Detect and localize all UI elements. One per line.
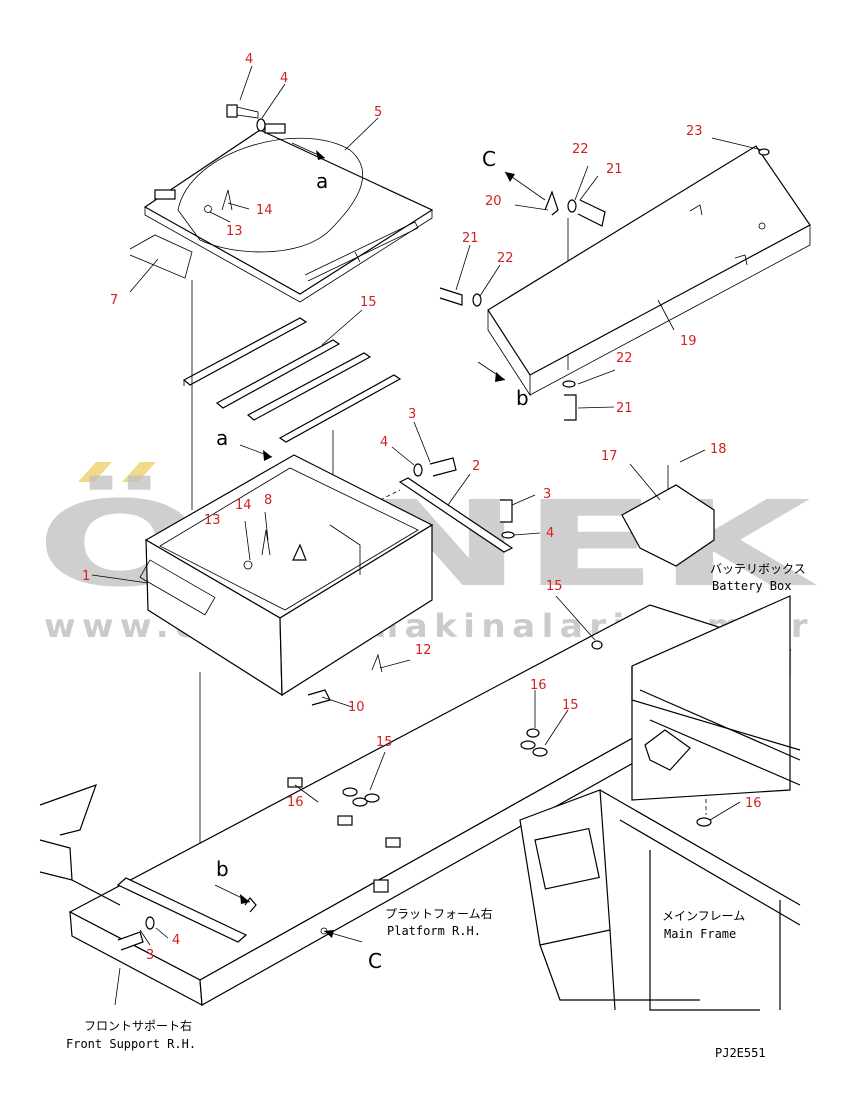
callout-2: 2 — [472, 459, 480, 474]
callout-16-frame: 16 — [745, 796, 762, 811]
callouts: 4 4 5 14 13 7 15 3 4 2 3 4 14 8 13 1 15 … — [82, 52, 762, 963]
bracket-plate-19 — [487, 145, 811, 397]
view-letter-a-lid: a — [316, 169, 328, 193]
callout-4-mid: 4 — [546, 526, 554, 541]
main-frame-label-jp: メインフレーム — [662, 909, 745, 923]
view-letters: a a C b b C — [216, 147, 529, 973]
callout-15-left: 15 — [376, 735, 393, 750]
rubber-strips-14 — [182, 317, 402, 443]
callout-7: 4 — [280, 71, 288, 86]
front-support-label-jp: フロントサポート右 — [84, 1018, 192, 1033]
main-frame-label-en: Main Frame — [664, 927, 736, 941]
callout-20: 20 — [485, 194, 502, 209]
callout-22-left: 22 — [497, 251, 514, 266]
callout-21-upper: 21 — [606, 162, 623, 177]
callout-15-right: 15 — [546, 579, 563, 594]
callout-17: 17 — [601, 449, 618, 464]
callout-13-box: 13 — [204, 513, 221, 528]
callout-22-lower: 22 — [616, 351, 633, 366]
view-letter-b-upper: b — [516, 386, 529, 410]
callout-15-mid: 15 — [562, 698, 579, 713]
clip-10 — [371, 653, 383, 673]
battery-box-lid — [143, 123, 434, 303]
callout-4-bottom: 4 — [172, 933, 180, 948]
bolt-6 — [226, 104, 259, 119]
front-support-label-en: Front Support R.H. — [66, 1037, 196, 1051]
callout-8: 8 — [264, 493, 272, 508]
platform-label-jp: プラットフォーム右 — [385, 906, 493, 921]
cover-17 — [621, 484, 715, 567]
watermark-accent-left — [78, 462, 112, 482]
callout-3-mid: 3 — [543, 487, 551, 502]
drawing-code: PJ2E551 — [715, 1046, 766, 1060]
battery-box-label-en: Battery Box — [712, 579, 791, 593]
callout-22-upper: 22 — [572, 142, 589, 157]
bracket-2 — [398, 477, 514, 553]
bolts-21-22-upper — [439, 148, 770, 421]
battery-box-label-jp: バッテリボックス — [710, 562, 806, 576]
callout-9: 10 — [348, 700, 365, 715]
callout-10: 12 — [415, 643, 432, 658]
callout-12-lid: 14 — [256, 203, 273, 218]
view-letter-a-box: a — [216, 426, 228, 450]
washer-7 — [256, 118, 266, 132]
bracket-20 — [544, 190, 559, 216]
view-letter-c-upper: C — [482, 147, 496, 171]
view-letter-b-lower: b — [216, 857, 229, 881]
callout-4-top: 4 — [380, 435, 388, 450]
callout-3-bottom: 3 — [146, 948, 154, 963]
main-frame — [519, 595, 801, 1011]
callout-16-left: 16 — [287, 795, 304, 810]
callout-21-left: 21 — [462, 231, 479, 246]
gasket-11 — [129, 234, 193, 279]
front-support — [39, 784, 121, 1006]
callout-23: 23 — [686, 124, 703, 139]
callout-1: 1 — [82, 569, 90, 584]
callout-11: 7 — [110, 293, 118, 308]
view-letter-c-lower: C — [368, 949, 382, 973]
callout-5: 5 — [374, 105, 382, 120]
pin-9 — [307, 689, 331, 706]
callout-14: 15 — [360, 295, 377, 310]
callout-3-top: 3 — [408, 407, 416, 422]
view-arrows — [214, 142, 546, 943]
callout-16-right: 16 — [530, 678, 547, 693]
callout-6: 4 — [245, 52, 253, 67]
watermark-accent-right — [122, 462, 156, 482]
platform-label-en: Platform R.H. — [387, 924, 481, 938]
bolts-near-box — [413, 457, 515, 539]
leader-lines — [91, 65, 763, 946]
callout-12-box: 14 — [235, 498, 252, 513]
part-labels: バッテリボックス Battery Box プラットフォーム右 Platform … — [66, 562, 806, 1060]
callout-21-lower: 21 — [616, 401, 633, 416]
callout-19: 19 — [680, 334, 697, 349]
callout-13-lid: 13 — [226, 224, 243, 239]
callout-18: 18 — [710, 442, 727, 457]
battery-box — [139, 454, 434, 697]
